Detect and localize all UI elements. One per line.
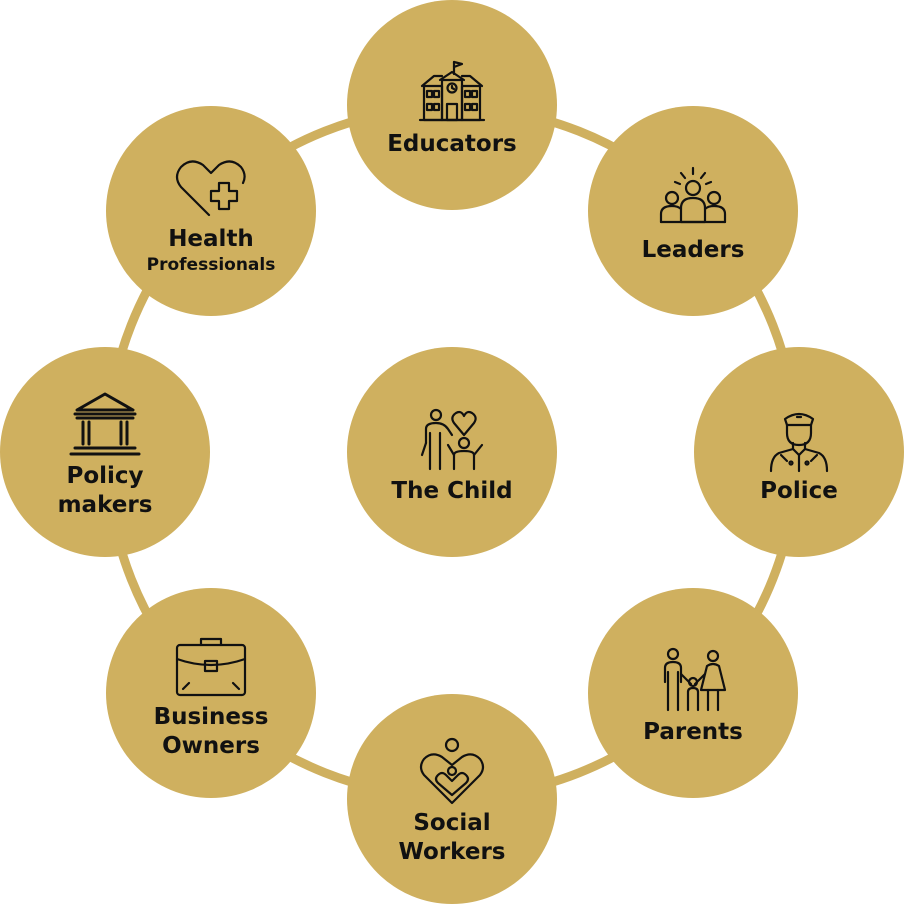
node-policy-makers: Policy makers [0,347,210,557]
school-building-icon [414,58,490,126]
node-label: Health [168,225,254,252]
briefcase-icon [173,631,249,699]
parents-child-icon [655,646,731,714]
government-building-icon [67,390,143,458]
node-label-line2: makers [57,492,153,518]
leader-group-icon [655,164,731,232]
node-label: Leaders [641,236,745,263]
center-label: The Child [391,477,513,504]
node-business-owners: Business Owners [106,588,316,798]
node-educators: Educators [347,0,557,210]
family-heart-icon [414,405,490,473]
heart-care-icon [414,737,490,805]
node-label: Educators [387,130,517,157]
node-label: Police [760,477,838,504]
node-sublabel: Professionals [146,254,276,275]
node-social-workers: Social Workers [347,694,557,904]
node-parents: Parents [588,588,798,798]
node-label: Business [153,704,269,730]
police-officer-icon [761,405,837,473]
heart-plus-icon [173,153,249,221]
node-leaders: Leaders [588,106,798,316]
node-the-child: The Child [347,347,557,557]
node-label: Parents [643,718,743,745]
node-label-line2: Workers [398,839,506,865]
node-label-line2: Owners [162,733,260,759]
node-label: Policy [66,463,144,489]
node-health-professionals: Health Professionals [106,106,316,316]
node-label: Social [413,810,491,836]
node-police: Police [694,347,904,557]
